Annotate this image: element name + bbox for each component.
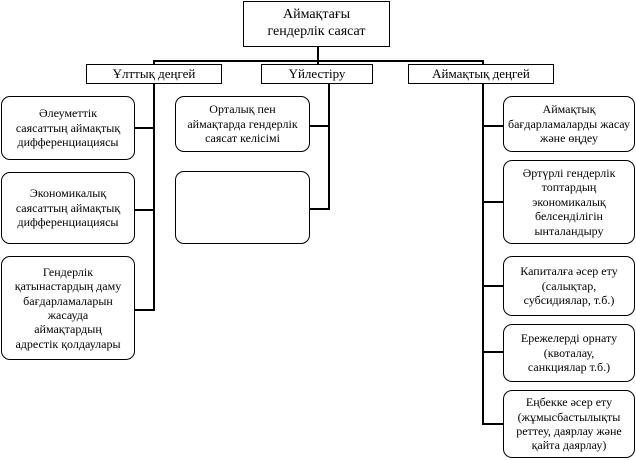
connector-line <box>482 83 484 425</box>
national-item-economic: Экономикалық саясаттың аймақтық дифферен… <box>1 172 135 244</box>
connector-line <box>482 201 504 203</box>
connector-line <box>482 125 504 127</box>
connector-line <box>309 208 330 210</box>
national-item-gender-programs: Гендерлік қатынастардың даму бағдарламал… <box>1 256 135 360</box>
connector-line <box>482 351 504 353</box>
regional-item-economic-activity: Әртүрлі гендерлік топтардың экономикалық… <box>503 160 635 244</box>
connector-line <box>134 127 155 129</box>
connector-line <box>482 423 504 425</box>
connector-line <box>317 60 319 65</box>
coordination-item-empty <box>175 171 310 244</box>
connector-line <box>482 60 484 65</box>
level-national: Ұлттық деңгей <box>86 64 222 84</box>
regional-item-labour: Еңбекке әсер ету (жұмысбастылықты реттеу… <box>503 390 635 458</box>
regional-item-rules: Ережелерді орнату (квоталау, санкциялар … <box>503 324 635 382</box>
level-regional: Аймақтық деңгей <box>408 64 554 84</box>
national-item-social: Әлеуметтік саясаттың аймақтық дифференци… <box>1 96 135 160</box>
connector-line <box>328 83 330 210</box>
regional-item-programs: Аймақтық бағдарламаларды жасау және өңде… <box>503 96 635 152</box>
regional-item-capital: Капиталға әсер ету (салықтар, субсидияла… <box>503 256 635 316</box>
coordination-item-agreement: Орталық пен аймақтарда гендерлік саясат … <box>175 96 310 152</box>
connector-line <box>482 285 504 287</box>
connector-line <box>134 209 155 211</box>
connector-line <box>153 60 155 65</box>
diagram-title: Аймақтағы гендерлік саясат <box>243 1 390 47</box>
connector-line <box>309 125 330 127</box>
level-coordination: Үйлестіру <box>261 64 373 84</box>
connector-line <box>134 309 155 311</box>
connector-line <box>317 46 319 61</box>
connector-line <box>153 83 155 310</box>
